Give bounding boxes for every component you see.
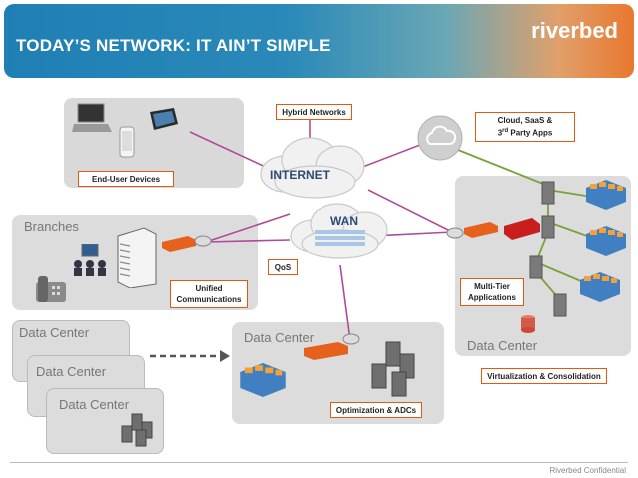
cloud-saas-line2: 3rd Party Apps [497, 128, 553, 138]
end-user-devices-callout: End-User Devices [78, 171, 174, 187]
footer-divider [10, 462, 628, 463]
wan-label: WAN [330, 214, 358, 228]
header-banner: TODAY’S NETWORK: IT AIN’T SIMPLE riverbe… [4, 4, 634, 78]
dc-router-icon [446, 227, 464, 239]
hybrid-networks-callout: Hybrid Networks [276, 104, 352, 120]
tablet-icon [150, 108, 178, 130]
virtual-server-stack-icon-main [240, 362, 286, 398]
multi-tier-line1: Multi-Tier [474, 282, 510, 291]
line-tier-3 [535, 261, 589, 285]
line-wan-datacenter [339, 264, 351, 341]
unified-line1: Unified [195, 284, 223, 293]
branches-label: Branches [24, 219, 79, 234]
data-center-label-1: Data Center [19, 325, 90, 340]
tier-server-icon-3 [529, 255, 543, 279]
wan-cloud-icon [290, 203, 388, 259]
optimization-router-icon [342, 333, 360, 345]
virtual-server-stack-icon [586, 180, 626, 210]
dc-servers-icon [371, 341, 415, 397]
line-internet-dc [367, 189, 453, 233]
data-center-right-label: Data Center [467, 338, 538, 353]
optimization-callout: Optimization & ADCs [330, 402, 422, 418]
unified-line2: Communications [176, 295, 242, 304]
line-branch-wan [205, 239, 291, 243]
footer-confidential: Riverbed Confidential [549, 466, 627, 475]
data-center-label-2: Data Center [36, 364, 107, 379]
branch-appliance-icon [162, 236, 196, 252]
cloud-saas-callout: Cloud, SaaS & 3rd Party Apps [475, 112, 575, 142]
data-center-main-label: Data Center [244, 330, 315, 345]
cloud-saas-icon [417, 115, 463, 161]
smartphone-icon [119, 126, 135, 158]
tier-server-icon-1 [541, 181, 555, 205]
laptop-icon [72, 103, 112, 132]
optimization-appliance-icon [304, 342, 348, 360]
virtual-server-stack-icon-2 [586, 226, 626, 256]
unified-communications-callout: Unified Communications [170, 280, 248, 308]
multi-tier-callout: Multi-Tier Applications [460, 278, 524, 306]
tier-server-icon-2 [541, 215, 555, 239]
line-internet-cloud [359, 144, 421, 169]
dc-appliance-icon [464, 222, 498, 238]
data-center-label-3: Data Center [59, 397, 130, 412]
line-devices-internet [189, 131, 273, 171]
tier-server-icon-4 [553, 293, 567, 317]
riverbed-logo: riverbed [531, 18, 618, 43]
internet-cloud-icon [260, 137, 365, 199]
phone-icon [36, 276, 66, 302]
branch-router-icon [194, 235, 212, 247]
slide-title: TODAY’S NETWORK: IT AIN’T SIMPLE [16, 36, 331, 55]
database-icon [521, 315, 535, 333]
internet-label: INTERNET [270, 168, 330, 182]
multi-tier-line2: Applications [467, 293, 516, 302]
line-cloud-server [457, 149, 549, 187]
migration-arrow [150, 350, 230, 362]
dc-small-servers-icon [121, 413, 153, 447]
security-appliance-icon [504, 218, 540, 240]
virtualization-callout: Virtualization & Consolidation [481, 368, 607, 384]
virtual-server-stack-icon-3 [580, 272, 620, 302]
branch-server-icon [117, 227, 157, 288]
video-conference-icon [74, 244, 106, 276]
qos-callout: QoS [268, 259, 298, 275]
line-branch-internet [205, 213, 291, 243]
cloud-saas-line1: Cloud, SaaS & [497, 116, 553, 126]
